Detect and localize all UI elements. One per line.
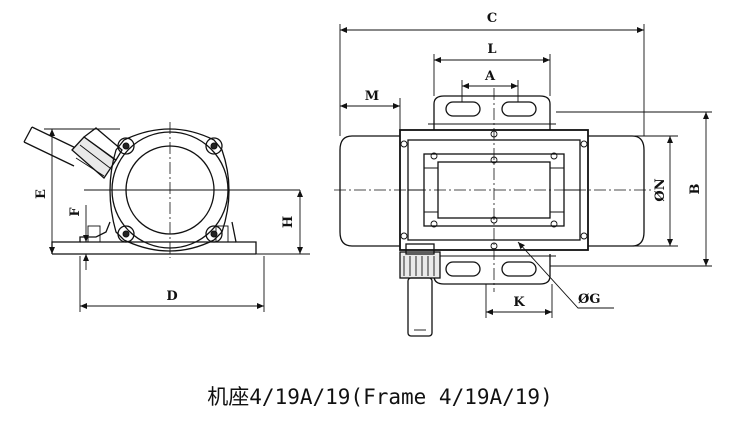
label-M: M (365, 89, 379, 104)
dim-B: B (550, 111, 712, 267)
end-caps (339, 135, 645, 247)
dim-H: H (256, 190, 310, 255)
dim-G: ØG (517, 241, 614, 309)
label-F: F (68, 207, 83, 217)
drawing-caption: 机座4/19A/19(Frame 4/19A/19) (207, 385, 552, 409)
dim-K: K (485, 284, 553, 318)
dim-M: M (340, 89, 401, 130)
cable (23, 126, 83, 167)
dim-F: F (68, 205, 89, 270)
label-D: D (166, 289, 177, 304)
cable-gland-top (399, 243, 441, 337)
dim-L: L (433, 42, 551, 96)
dim-N: ØN (588, 135, 678, 247)
cable-gland (71, 127, 123, 179)
dim-A: A (461, 69, 519, 102)
label-G: ØG (578, 292, 600, 307)
dim-D: D (79, 256, 265, 312)
motor-housing-end (100, 122, 240, 258)
dim-E: E (34, 128, 120, 254)
label-K: K (513, 295, 525, 310)
mounting-foot-top (428, 95, 556, 131)
label-A: A (484, 69, 496, 84)
label-E: E (34, 189, 49, 199)
top-view: C L A M ØN B (334, 11, 712, 337)
base-foot (51, 189, 300, 255)
side-view: E F H D (23, 122, 310, 312)
label-B: B (688, 184, 703, 195)
label-L: L (487, 42, 496, 57)
label-C: C (487, 11, 497, 26)
label-N: ØN (653, 178, 668, 201)
mounting-foot-bottom (428, 249, 556, 285)
label-H: H (281, 216, 296, 228)
dim-C: C (339, 11, 645, 136)
